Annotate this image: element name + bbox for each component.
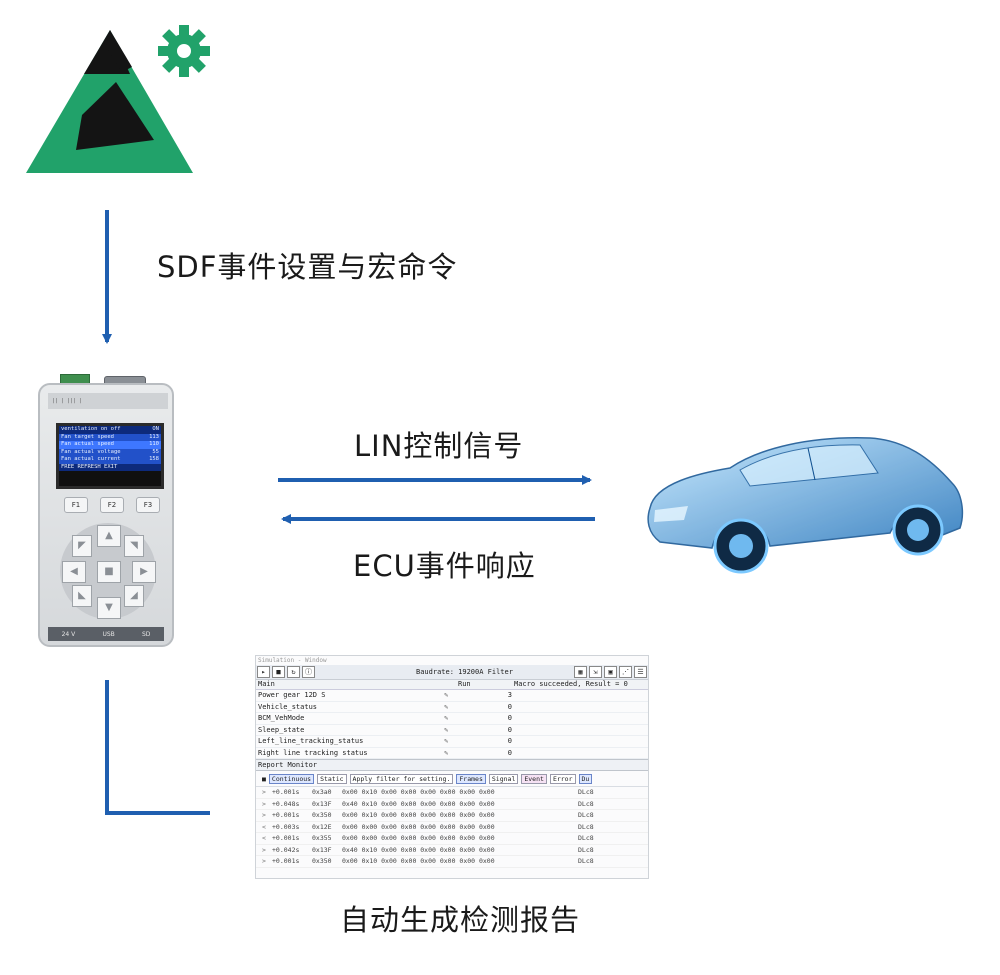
f1-key: F1: [64, 497, 88, 513]
macro-row: Right line tracking status✎0: [256, 748, 648, 759]
edit-icon: ✎: [444, 737, 449, 745]
filter-chip: Apply filter for setting.: [349, 773, 454, 784]
device-function-keys: F1 F2 F3: [64, 497, 160, 513]
ecu-response-label: ECU事件响应: [353, 549, 536, 583]
down-left-arrow-icon: ◣: [72, 585, 92, 607]
macro-row: Sleep_state✎0: [256, 725, 648, 736]
run-header: Run: [458, 680, 471, 688]
report-filters: ■ Continuous Static Apply filter for set…: [256, 771, 648, 787]
filter-chip: Signal: [488, 773, 519, 784]
export-icon: ⇲: [589, 666, 602, 678]
stop-icon: ■: [262, 774, 266, 783]
window-title: Simulation - Window: [258, 657, 327, 664]
gear-icon: [158, 25, 210, 77]
macro-row: BCM_VehMode✎0: [256, 713, 648, 725]
info-icon: ⓘ: [302, 666, 315, 678]
device-dpad: ▲ ▼ ◀ ▶ ■ ◤ ◥ ◣ ◢: [60, 523, 156, 619]
toolbar: ▸ ■ ↻ ⓘ Baudrate: 19200A Filter ▦ ⇲ ▣ ⋰ …: [256, 665, 648, 680]
software-screenshot: Simulation - Window ▸ ■ ↻ ⓘ Baudrate: 19…: [255, 655, 649, 879]
edit-icon: ✎: [444, 748, 449, 757]
macro-status: Macro succeeded, Result = 0: [514, 680, 628, 688]
grid-icon: ▦: [574, 666, 587, 678]
edit-icon: ✎: [444, 725, 449, 734]
left-arrow-icon: ◀: [62, 561, 86, 583]
report-monitor-title: Report Monitor: [256, 759, 648, 771]
macro-row: Left_line_tracking_status✎0: [256, 736, 648, 748]
filter-chip: Du: [578, 773, 593, 784]
lin-signal-label: LIN控制信号: [354, 429, 524, 463]
filter-chip: Event: [521, 773, 547, 784]
up-left-arrow-icon: ◤: [72, 535, 92, 557]
edit-icon: ✎: [444, 691, 449, 699]
filter-chip: Static: [317, 773, 347, 784]
report-connector: [105, 680, 210, 815]
filter-chip: Frames: [456, 773, 486, 784]
lcd-row: FREE REFRESH EXIT: [59, 463, 161, 471]
up-right-arrow-icon: ◥: [124, 535, 144, 557]
stop-icon: ■: [272, 666, 285, 678]
port-usb: USB: [102, 630, 115, 638]
up-arrow-icon: ▲: [97, 525, 121, 547]
right-arrow-icon: ▶: [132, 561, 156, 583]
chart-icon: ⋰: [619, 666, 632, 678]
main-header: Main: [258, 680, 275, 688]
device-bottom-ports: 24 V USB SD: [48, 627, 164, 641]
filter-chip: Error: [549, 773, 576, 784]
car-image: [647, 437, 964, 574]
device-label-strip: || | ||| |: [48, 393, 168, 409]
report-label: 自动生成检测报告: [340, 903, 581, 937]
logo-triangle-icon: [26, 30, 193, 173]
port-sd: SD: [141, 630, 151, 638]
filter-chip: Continuous: [268, 773, 315, 784]
ok-key-icon: ■: [97, 561, 121, 583]
port-24v: 24 V: [61, 630, 76, 638]
image-icon: ▣: [604, 666, 617, 678]
edit-icon: ✎: [444, 714, 449, 722]
down-right-arrow-icon: ◢: [124, 585, 144, 607]
f3-key: F3: [136, 497, 160, 513]
refresh-icon: ↻: [287, 666, 300, 678]
down-arrow-icon: ▼: [97, 597, 121, 619]
macro-row: Power gear 12D S✎3: [256, 690, 648, 702]
macro-header: Main Run Macro succeeded, Result = 0: [256, 680, 648, 690]
f2-key: F2: [100, 497, 124, 513]
list-icon: ☰: [634, 666, 647, 678]
play-icon: ▸: [257, 666, 270, 678]
config-label: SDF事件设置与宏命令: [157, 250, 458, 284]
baudrate-text: Baudrate: 19200A Filter: [416, 668, 513, 676]
macro-row: Vehicle_status✎0: [256, 702, 648, 713]
edit-icon: ✎: [444, 702, 449, 711]
